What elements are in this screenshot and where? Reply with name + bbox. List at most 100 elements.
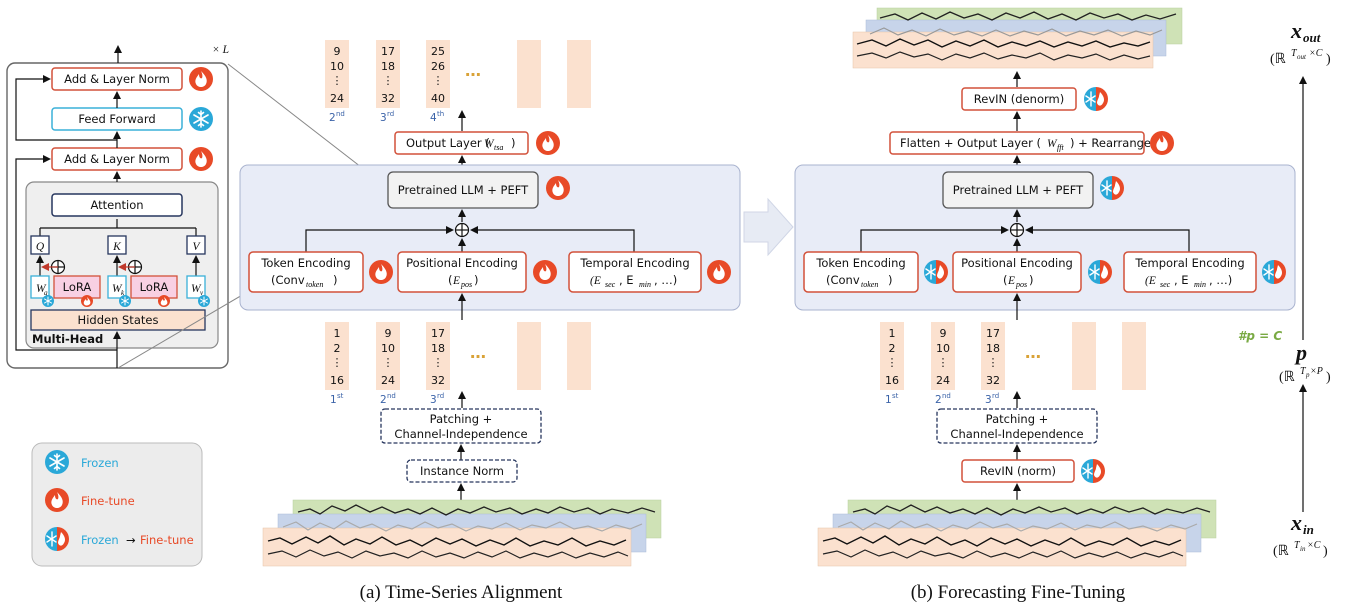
patch-value: 24 <box>330 92 344 105</box>
patch-ordinal: 2 <box>329 112 336 124</box>
half-snowflake-half-fire-icon <box>1099 175 1125 201</box>
positional-encoding-box <box>397 251 527 293</box>
input-patches: 1 2 ⋮ 16 1 st 9 10 ⋮ 24 2 nd 17 18 ⋮ <box>880 322 1146 406</box>
positional-encoding-label: Positional Encoding <box>406 256 518 270</box>
patch-dots: ⋮ <box>433 356 444 369</box>
llm-label: Pretrained LLM + PEFT <box>398 183 529 197</box>
x-in-sup-rest: ×C <box>1307 540 1321 551</box>
output-layer-close: ) <box>511 136 516 150</box>
multi-head-label: Multi-Head <box>32 332 103 346</box>
patch-value: 17 <box>986 327 1000 340</box>
output-layer-box <box>394 131 529 155</box>
patch-dots: ⋮ <box>383 356 394 369</box>
lora-label: LoRA <box>140 280 169 294</box>
token-encoding-subsub: token <box>861 280 878 289</box>
patch-value: 2 <box>889 342 896 355</box>
x-out-symbol: x <box>1290 18 1302 43</box>
half-snowflake-half-fire-icon <box>1080 458 1106 484</box>
patch: 9 10 ⋮ 24 2 nd <box>931 322 955 406</box>
hidden-states-box <box>30 309 206 331</box>
patch-value: 10 <box>330 60 344 73</box>
svg-text:): ) <box>333 273 338 287</box>
input-patches: 1 2 ⋮ 16 1 st 9 10 ⋮ 24 2 nd 17 18 ⋮ <box>325 322 591 406</box>
q-label: Q <box>36 241 45 253</box>
patch-ordinal: 3 <box>380 112 387 124</box>
fire-icon <box>1150 131 1174 155</box>
flatten-output-box <box>889 131 1145 155</box>
output-layer-w: W <box>484 138 495 150</box>
output-series-stack <box>852 7 1183 69</box>
positional-e: E <box>452 275 460 287</box>
llm-box <box>387 171 539 209</box>
output-layer-sub: tsa <box>494 143 503 152</box>
token-encoding-box <box>803 251 919 293</box>
temporal-formula: (E <box>1145 275 1156 287</box>
temporal-sec: sec <box>1160 280 1171 289</box>
patch: 9 10 ⋮ 24 2 nd <box>376 322 400 406</box>
patch-value: 18 <box>381 60 395 73</box>
x-in-sup-sub: in <box>1300 545 1306 553</box>
positional-sub: pos <box>460 280 472 289</box>
patch-dots: ⋮ <box>988 356 999 369</box>
patch-dots: ⋮ <box>938 356 949 369</box>
patch <box>517 322 541 390</box>
flatten-label: Flatten + Output Layer ( <box>900 136 1041 150</box>
patch <box>1122 322 1146 390</box>
temporal-encoding-box <box>568 251 702 293</box>
patch <box>517 40 541 108</box>
patch-value: 10 <box>381 342 395 355</box>
svg-text:, E: , E <box>1174 273 1189 287</box>
v-label: V <box>192 241 201 253</box>
x-in-sup: T <box>1294 540 1301 551</box>
patch <box>567 322 591 390</box>
temporal-min: min <box>1194 280 1206 289</box>
patch-ordinal-suffix: st <box>337 392 344 400</box>
temporal-min: min <box>639 280 651 289</box>
wk-label: W <box>112 283 123 295</box>
x-out-close: ) <box>1326 52 1331 67</box>
fire-icon <box>189 67 213 91</box>
revin-denorm-label: RevIN (denorm) <box>974 92 1064 106</box>
output-patches: 9 10 ⋮ 24 2 nd 17 18 ⋮ 32 3 rd 25 26 ⋮ <box>325 40 591 124</box>
revin-denorm-box <box>961 87 1077 111</box>
x-out-sup: T <box>1291 48 1298 59</box>
wq-label: W <box>36 283 47 295</box>
legend-fine-tune-part: Fine-tune <box>140 533 194 547</box>
wk-box <box>107 275 127 299</box>
legend-frozen: Frozen <box>81 456 119 470</box>
patch: 17 18 ⋮ 32 3 rd <box>426 322 450 406</box>
svg-text:): ) <box>1029 273 1034 287</box>
lora-box <box>130 275 178 299</box>
patch-value: 17 <box>431 327 445 340</box>
fire-icon <box>189 147 213 171</box>
patch-value: 1 <box>334 327 341 340</box>
legend-arrow: → <box>126 533 136 547</box>
legend: Frozen Fine-tune Frozen → Fine-tune <box>31 442 203 567</box>
attention-box <box>51 193 183 217</box>
fire-icon <box>369 260 393 284</box>
patch-value: 9 <box>334 45 341 58</box>
x-in-sub: in <box>1303 522 1314 537</box>
add-operator <box>1009 222 1025 238</box>
patch-ordinal-suffix: st <box>892 392 899 400</box>
patch-ordinal: 1 <box>885 394 892 406</box>
snowflake-icon <box>41 294 55 308</box>
half-snowflake-half-fire-icon <box>1087 259 1113 285</box>
wq-box <box>30 275 50 299</box>
half-snowflake-half-fire-icon <box>44 526 70 552</box>
patch-ordinal-suffix: rd <box>437 392 444 400</box>
patch-count-label: #p = C <box>1238 329 1282 343</box>
hidden-states-label: Hidden States <box>78 313 159 327</box>
x-in-symbol: x <box>1290 510 1302 535</box>
add-norm-top-label: Add & Layer Norm <box>64 72 170 86</box>
instance-norm-box <box>406 459 518 483</box>
k-label: K <box>112 241 122 253</box>
fire-icon <box>158 295 170 307</box>
p-sup-sub: p <box>1305 371 1310 379</box>
patch-ordinal: 2 <box>935 394 942 406</box>
instance-norm-label: Instance Norm <box>420 464 504 478</box>
fire-icon <box>45 488 69 512</box>
snowflake-icon <box>188 106 214 132</box>
token-encoding-label: Token Encoding <box>815 256 905 270</box>
